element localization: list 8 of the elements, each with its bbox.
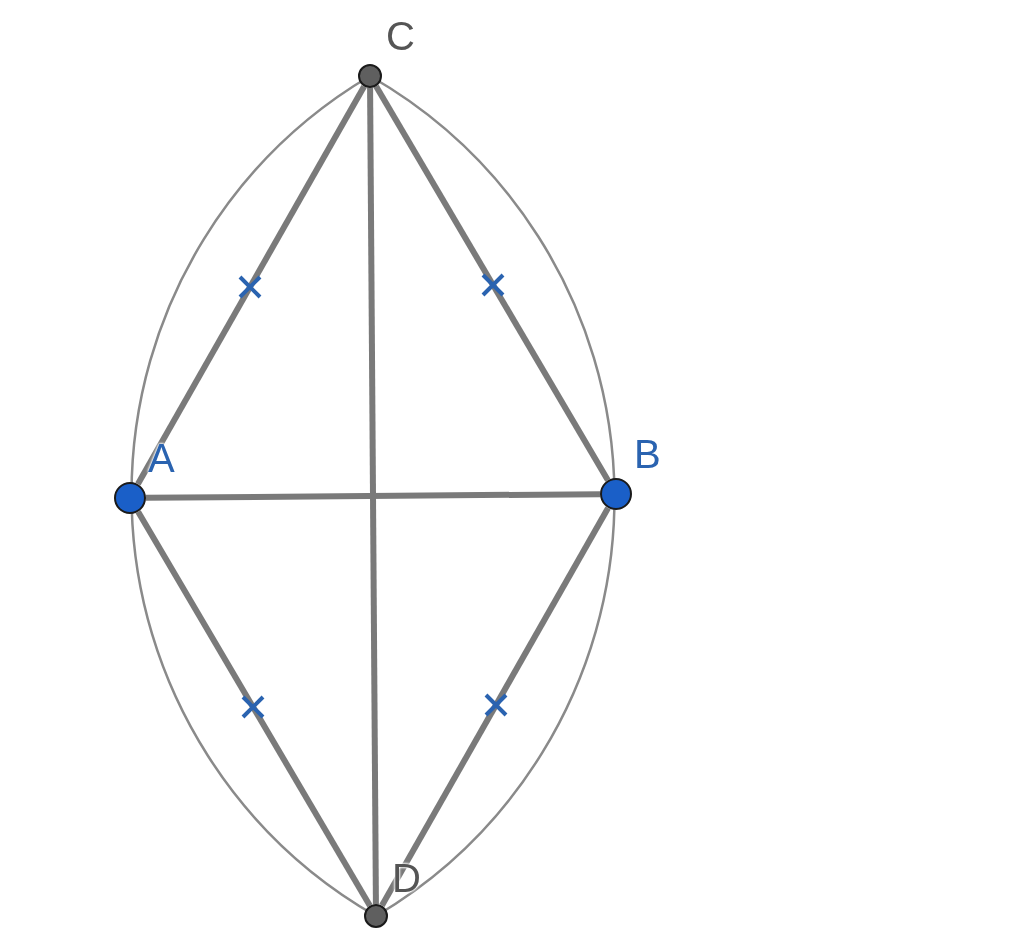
- line-segment: [135, 510, 373, 908]
- point-label: C: [386, 16, 415, 56]
- line-segment: [367, 87, 379, 905]
- line-segment: [145, 491, 601, 501]
- line-segment: [373, 84, 611, 482]
- line-segment: [379, 506, 611, 908]
- point-label: B: [634, 434, 661, 474]
- line-segment: [135, 84, 367, 486]
